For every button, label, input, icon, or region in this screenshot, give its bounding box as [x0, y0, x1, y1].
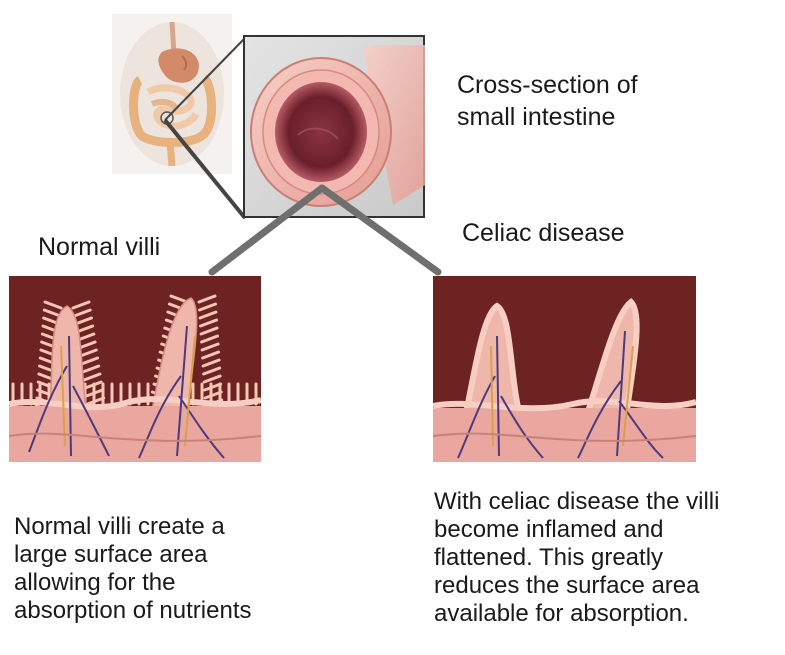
caption-line: reduces the surface area — [434, 572, 719, 600]
normal-villi-caption: Normal villi create a large surface area… — [14, 513, 251, 625]
caption-line: large surface area — [14, 541, 251, 569]
connector-lines — [200, 180, 450, 280]
celiac-disease-label: Celiac disease — [462, 218, 625, 249]
caption-line: absorption of nutrients — [14, 597, 251, 625]
normal-villi-illustration — [9, 276, 261, 462]
celiac-villi-illustration — [433, 276, 696, 462]
caption-line: flattened. This greatly — [434, 544, 719, 572]
caption-line: available for absorption. — [434, 600, 719, 628]
cross-section-label-line2: small intestine — [457, 102, 615, 133]
cross-section-label-line1: Cross-section of — [457, 70, 638, 101]
caption-line: Normal villi create a — [14, 513, 251, 541]
normal-villi-label: Normal villi — [38, 232, 160, 263]
caption-line: allowing for the — [14, 569, 251, 597]
celiac-caption: With celiac disease the villi become inf… — [434, 488, 719, 628]
caption-line: With celiac disease the villi — [434, 488, 719, 516]
caption-line: become inflamed and — [434, 516, 719, 544]
